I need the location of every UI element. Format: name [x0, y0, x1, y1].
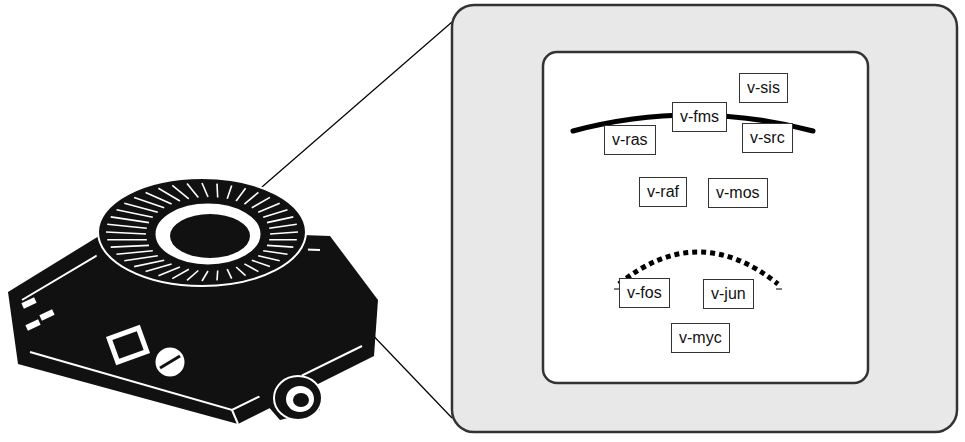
slide-frame	[452, 5, 957, 432]
gene-box: v-myc	[671, 323, 730, 353]
slide-window	[543, 52, 868, 383]
tick	[776, 289, 782, 290]
gene-label: v-raf	[647, 182, 679, 202]
gene-label: v-mos	[716, 183, 760, 203]
gene-label: v-fms	[680, 107, 719, 127]
gene-box: v-fms	[672, 102, 727, 132]
gene-label: v-fos	[627, 283, 662, 303]
gene-box: v-mos	[708, 178, 768, 208]
zoom-line	[255, 22, 452, 193]
gene-label: v-jun	[711, 284, 746, 304]
gene-label: v-ras	[612, 130, 648, 150]
slide-projector	[8, 178, 378, 424]
gene-label: v-src	[750, 128, 785, 148]
gene-box: v-raf	[639, 177, 687, 207]
gene-label: v-sis	[747, 78, 780, 98]
gene-label: v-myc	[679, 328, 722, 348]
gene-box: v-jun	[703, 279, 754, 309]
gene-box: v-fos	[619, 278, 670, 308]
gene-box: v-ras	[604, 125, 656, 155]
zoom-line	[365, 327, 452, 418]
gene-box: v-src	[742, 123, 793, 153]
gene-box: v-sis	[739, 73, 788, 103]
